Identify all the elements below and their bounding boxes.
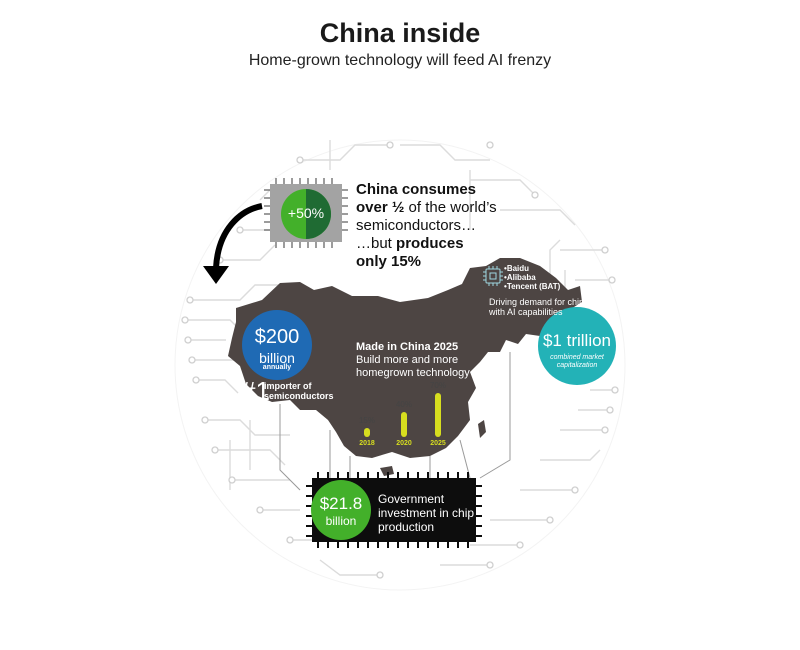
bar-2018 xyxy=(364,428,370,437)
consumes-line2-bold: over ½ xyxy=(356,199,405,216)
produces-bold: produces xyxy=(396,235,464,252)
produces-lead: …but xyxy=(356,235,397,252)
top-chip xyxy=(264,178,348,248)
bat-item: Alibaba xyxy=(504,273,560,282)
investment-label: Government investment in chip production xyxy=(378,492,475,534)
imports-amount: $200 xyxy=(254,326,300,348)
imports-unit: billion xyxy=(259,350,295,366)
bar-value-label: 70% xyxy=(429,381,446,390)
bar-value-label: 15% xyxy=(358,416,375,425)
bar-2025 xyxy=(435,393,441,437)
bar-category-label: 2018 xyxy=(359,440,375,447)
made-in-china-title: Made in China 2025 xyxy=(356,341,459,353)
bat-list: Baidu Alibaba Tencent (BAT) xyxy=(504,264,560,291)
imports-period: annually xyxy=(262,364,292,371)
chip-traces xyxy=(279,352,511,491)
trillion-circle xyxy=(538,307,616,385)
bar-value-label: 40% xyxy=(395,400,412,409)
investment-amount: $21.8 xyxy=(319,494,363,513)
bat-item: Baidu xyxy=(504,264,560,273)
bar-category-label: 2020 xyxy=(396,440,412,447)
hainan-island xyxy=(380,466,394,476)
produces-line2: only 15% xyxy=(356,253,422,270)
page-title: China inside xyxy=(319,18,481,48)
bat-item: Tencent (BAT) xyxy=(504,282,560,291)
chip-icon xyxy=(483,266,503,286)
bottom-chip xyxy=(306,472,482,548)
bar-category-label: 2025 xyxy=(430,440,446,447)
consumes-line3: semiconductors… xyxy=(356,217,477,234)
page-subtitle: Home-grown technology will feed AI frenz… xyxy=(248,52,552,69)
importer-rank: #1 xyxy=(241,376,270,406)
bat-note: Driving demand for chips with AI capabil… xyxy=(489,297,589,317)
market-cap-amount: $1 trillion xyxy=(542,331,612,350)
circuit-nodes xyxy=(181,141,619,579)
taiwan-island xyxy=(478,420,486,438)
market-cap-note: combined market capitalization xyxy=(550,354,604,369)
curved-arrow-icon xyxy=(213,203,263,269)
consumes-line1: China consumes xyxy=(356,181,477,198)
arrow-head-icon xyxy=(203,266,229,284)
chip-percent-label: +50% xyxy=(287,205,325,221)
made-in-china-body: Build more and more homegrown technology xyxy=(356,354,470,379)
consumes-line2-rest: of the world’s xyxy=(404,199,497,216)
imports-circle xyxy=(242,310,312,380)
investment-circle xyxy=(311,480,371,540)
china-map xyxy=(228,258,582,458)
production-text: …but produces only 15% xyxy=(356,235,556,271)
consumption-text: China consumes over ½ of the world’s sem… xyxy=(356,181,556,235)
investment-unit: billion xyxy=(325,514,357,528)
importer-label: importer of semiconductors xyxy=(264,381,334,401)
bar-2020 xyxy=(401,412,407,437)
production-bar-chart xyxy=(364,393,441,437)
